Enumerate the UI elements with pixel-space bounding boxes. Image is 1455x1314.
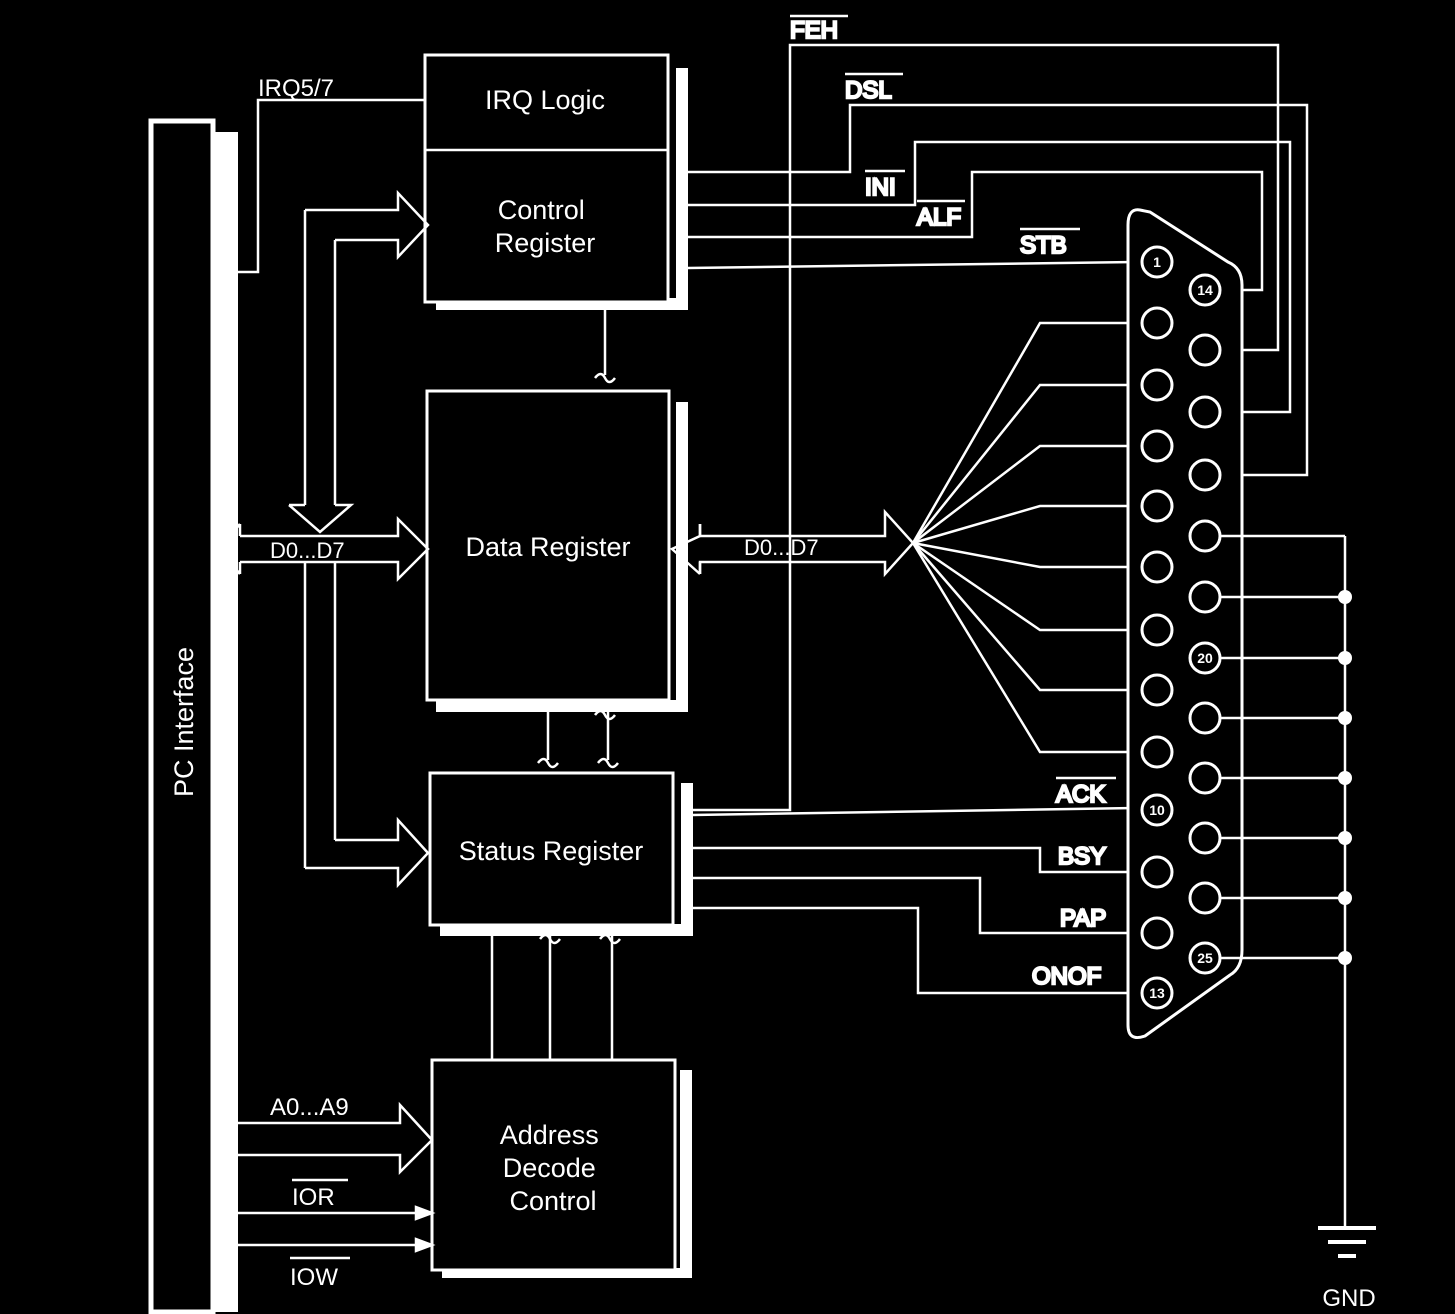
control-register-block: IRQ Logic Control Register: [423, 53, 688, 310]
data-fanout: [911, 321, 1135, 754]
status-signals: ACK BSY PAP ONOF: [691, 776, 1136, 995]
signal-feh: FEH: [790, 17, 838, 44]
ground-symbol: [1318, 1226, 1376, 1258]
ior-label: IOR: [292, 1184, 335, 1211]
data-register-label: Data Register: [465, 532, 630, 562]
pin-label-20: 20: [1197, 650, 1213, 666]
address-decode-label: Address Decode Control: [500, 1120, 607, 1216]
pin-label-14: 14: [1197, 282, 1213, 298]
address-bus-label: A0...A9: [270, 1094, 349, 1121]
status-register-block: Status Register: [428, 771, 693, 936]
address-io-lines: A0...A9 IOR IOW: [238, 1094, 436, 1291]
register-couplings: [490, 310, 621, 1060]
connector-pins-bottom-row: [1188, 273, 1222, 975]
pin-label-13: 13: [1149, 985, 1165, 1001]
pc-interface-label: PC Interface: [169, 647, 199, 797]
iow-label: IOW: [290, 1264, 338, 1291]
ground-bus: GND: [1220, 534, 1376, 1312]
pin-label-25: 25: [1197, 950, 1213, 966]
status-register-label: Status Register: [459, 836, 644, 866]
irq-line: IRQ5/7: [238, 75, 425, 274]
data-register-block: Data Register: [425, 389, 688, 712]
irq-logic-label: IRQ Logic: [485, 85, 605, 115]
control-register-label: Control Register: [495, 195, 596, 258]
signal-dsl: DSL: [845, 77, 892, 104]
gnd-label: GND: [1322, 1285, 1375, 1312]
signal-ack: ACK: [1056, 781, 1105, 808]
signal-bsy: BSY: [1058, 843, 1106, 870]
control-signals: FEH DSL INI ALF STB: [687, 14, 1309, 812]
connector-pins-top-row: [1140, 245, 1174, 1010]
data-bus-left-label: D0...D7: [270, 538, 345, 563]
pin-label-10: 10: [1149, 802, 1165, 818]
data-bus-right-label: D0...D7: [744, 535, 819, 560]
pin-label-1: 1: [1153, 254, 1161, 270]
signal-ini: INI: [865, 174, 896, 201]
irq-label: IRQ5/7: [258, 75, 334, 102]
internal-data-bus: D0...D7: [216, 189, 430, 889]
pc-interface-bar: PC Interface: [148, 118, 238, 1314]
address-decode-block: Address Decode Control: [430, 1058, 692, 1278]
db25-connector: 1 14 20 10 25 13: [1126, 208, 1244, 1040]
signal-stb: STB: [1020, 232, 1067, 259]
signal-onof: ONOF: [1032, 963, 1101, 990]
external-data-bus: D0...D7: [669, 508, 915, 578]
signal-pap: PAP: [1060, 905, 1106, 932]
signal-alf: ALF: [917, 204, 961, 231]
